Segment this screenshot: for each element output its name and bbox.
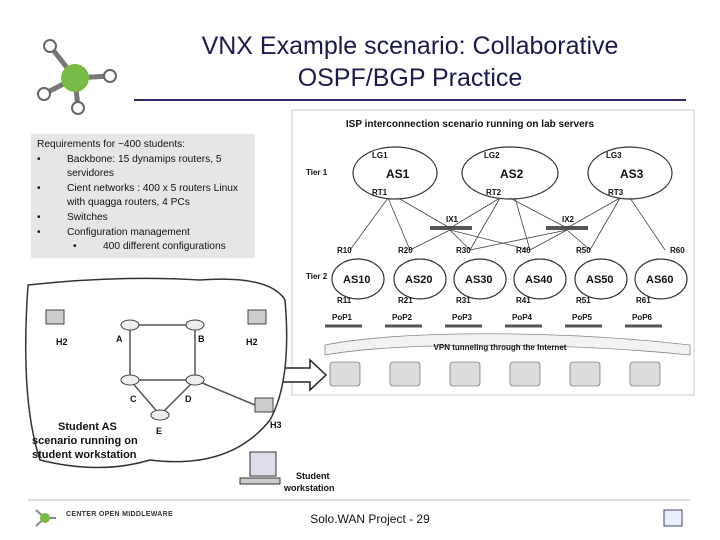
as-label: AS20 [405,274,433,286]
r-label: R60 [670,246,685,255]
requirements-list: Backbone: 15 dynamips routers, 5 servido… [37,153,251,255]
student-links [129,324,256,416]
slide-title-line1: VNX Example scenario: Collaborative [201,32,619,60]
requirement-item: Switches [37,211,251,226]
isp-title: ISP interconnection scenario running on … [346,119,595,130]
rt-label: R31 [456,296,471,305]
student-as-cloud [24,277,288,469]
footer-page-label: Solo.WAN Project - 29 [310,512,430,526]
requirement-subitem: 400 different configurations [37,240,251,255]
host-label: H2 [246,337,258,347]
university-crest-icon [663,509,683,527]
as-cloud [393,258,447,300]
as-label: AS30 [465,274,493,286]
r-label: R10 [337,246,352,255]
r-label: R20 [398,246,413,255]
rt-label: RT1 [372,188,388,197]
as-cloud [331,258,385,300]
as-label: AS3 [620,167,644,181]
slide-title: VNX Example scenario: Collaborative OSPF… [130,30,690,94]
vpn-label: VPN tunneling through the Internet [434,343,567,352]
title-underline [134,99,686,101]
rt-label: R11 [337,296,352,305]
molecule-logo-icon [37,39,117,115]
requirement-item: Cient networks : 400 x 5 routers Linux w… [37,182,251,211]
ix-switch-icon [430,226,472,230]
pop-label: PoP3 [452,313,473,322]
tier1-label: Tier 1 [306,168,328,177]
rt-label: R41 [516,296,531,305]
r-label: R40 [516,246,531,255]
as-label: AS10 [343,274,371,286]
pop-label: PoP5 [572,313,593,322]
rt-label: R51 [576,296,591,305]
node-label: B [198,334,205,344]
student-as-caption: scenario running on [32,435,138,447]
tier2-label: Tier 2 [306,272,328,281]
student-as-caption: Student AS [58,421,117,433]
pop-label: PoP1 [332,313,353,322]
requirement-item: Backbone: 15 dynamips routers, 5 servido… [37,153,251,182]
node-label: E [156,426,162,436]
lg-label: LG1 [372,151,388,160]
host-label: H2 [56,337,68,347]
footer-molecule-icon [35,509,56,527]
as-label: AS60 [646,274,674,286]
as2-cloud [461,146,559,200]
as3-cloud [587,146,673,200]
as1-cloud [352,146,438,200]
rt-label: R21 [398,296,413,305]
r-label: R50 [576,246,591,255]
as-label: AS50 [586,274,614,286]
student-as-caption: student workstation [32,449,137,461]
r-label: R30 [456,246,471,255]
as-label: AS2 [500,167,524,181]
ix-label: IX1 [446,215,459,224]
ix-label: IX2 [562,215,575,224]
workstation-label: Student [296,471,330,481]
vpn-cloud [324,333,691,356]
lg-label: LG2 [484,151,500,160]
slide-title-line2: OSPF/BGP Practice [297,64,523,92]
requirements-heading: Requirements for ~400 students: [37,139,186,150]
requirement-item: Configuration management [37,226,251,241]
workstation-label: workstation [283,483,335,493]
lg-label: LG3 [606,151,622,160]
pop-label: PoP6 [632,313,653,322]
as-label: AS1 [386,167,410,181]
rt-label: R61 [636,296,651,305]
student-workstation-icon [239,451,281,485]
pop-label: PoP4 [512,313,533,322]
pop-label: PoP2 [392,313,413,322]
as-cloud [453,258,507,300]
host-label: H3 [270,420,282,430]
footer-logo-text: CENTER OPEN MIDDLEWARE [66,511,173,518]
router-icons [120,319,205,421]
as-label: AS40 [525,274,553,286]
node-label: A [116,334,123,344]
arrow-icon [279,358,328,392]
isp-links [349,197,666,251]
requirements-box: Requirements for ~400 students: Backbone… [31,134,255,258]
as-cloud [574,258,628,300]
host-icons [45,309,274,413]
workstation-stack-icons [329,361,661,387]
as-cloud [634,258,688,300]
rt-label: RT3 [608,188,624,197]
rt-label: RT2 [486,188,502,197]
node-label: C [130,394,137,404]
as-cloud [513,258,567,300]
node-label: D [185,394,192,404]
